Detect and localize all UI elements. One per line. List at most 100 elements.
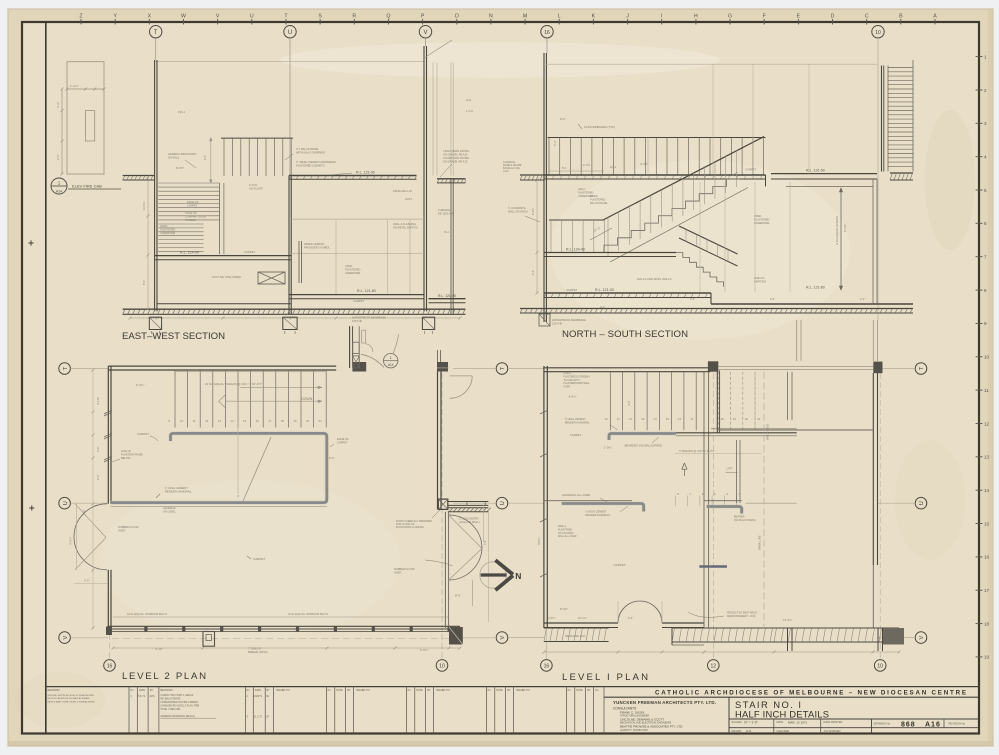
svg-text:6'-4": 6'-4" xyxy=(628,616,633,620)
svg-text:GENERAL BRACKETRY: GENERAL BRACKETRY xyxy=(168,152,197,156)
svg-text:PLASTERBOARD WALL: PLASTERBOARD WALL xyxy=(563,382,590,385)
svg-text:4'-0": 4'-0" xyxy=(600,305,605,309)
svg-text:ON GRAVEL RE A15: ON GRAVEL RE A15 xyxy=(443,152,468,156)
svg-text:E: E xyxy=(797,14,801,20)
svg-text:1: 1 xyxy=(984,54,987,59)
svg-text:3'-0": 3'-0" xyxy=(96,446,100,452)
svg-text:10'-1: 10'-1 xyxy=(610,165,617,169)
svg-text:12: 12 xyxy=(984,421,990,426)
svg-text:ON WALL: ON WALL xyxy=(168,155,180,159)
svg-text:DATE: DATE xyxy=(337,689,343,692)
svg-text:19: 19 xyxy=(293,419,297,423)
svg-text:ON GRAVEL RE A15: ON GRAVEL RE A15 xyxy=(443,160,468,164)
svg-text:SHELF: SHELF xyxy=(538,537,541,545)
svg-text:BY: BY xyxy=(267,690,271,692)
svg-text:V: V xyxy=(216,14,220,20)
svg-text:RENDER HANDRAIL: RENDER HANDRAIL xyxy=(165,489,192,493)
svg-text:K: K xyxy=(592,14,596,20)
svg-text:CARPET: CARPET xyxy=(337,440,348,444)
svg-text:16: 16 xyxy=(256,419,260,423)
svg-text:18: 18 xyxy=(281,419,285,423)
svg-text:13: 13 xyxy=(641,417,645,421)
svg-text:CARPET: CARPET xyxy=(570,433,582,437)
svg-text:CHANGED RE! LEVEL 2 PLAN, FIRE: CHANGED RE! LEVEL 2 PLAN, FIRE xyxy=(161,705,200,708)
svg-text:CATHOLIC ARCHDIOCESE OF: CATHOLIC ARCHDIOCESE OF MELBOURNE – NEW … xyxy=(655,689,966,696)
svg-text:Y: Y xyxy=(113,14,117,20)
svg-text:BALUSTRADE: BALUSTRADE xyxy=(590,201,608,205)
svg-text:6" PLS: 6" PLS xyxy=(249,183,257,187)
svg-text:11'-0⅞": 11'-0⅞" xyxy=(142,201,146,210)
svg-text:10'-1¾": 10'-1¾" xyxy=(578,616,587,620)
svg-text:CARPAY OFF POINT 4 GRILLE: CARPAY OFF POINT 4 GRILLE xyxy=(161,694,194,697)
svg-text:BY: BY xyxy=(428,690,432,692)
svg-text:ISSUED TO: ISSUED TO xyxy=(356,689,369,692)
svg-text:BY: BY xyxy=(588,690,592,692)
svg-text:4'-2": 4'-2" xyxy=(483,540,487,545)
svg-text:10: 10 xyxy=(877,664,883,670)
svg-text:CARPET: CARPET xyxy=(566,288,578,292)
svg-text:T: T xyxy=(63,366,69,370)
svg-text:(WALL): (WALL) xyxy=(558,525,566,528)
svg-text:1: 1 xyxy=(390,356,392,360)
svg-text:21: 21 xyxy=(319,419,323,423)
svg-text:N: N xyxy=(489,14,493,20)
svg-text:LEVEL 2 PLAN: LEVEL 2 PLAN xyxy=(122,671,206,682)
svg-text:RE 1300 ALM: RE 1300 ALM xyxy=(438,211,454,215)
svg-text:TURNDLE: TURNDLE xyxy=(438,208,451,212)
svg-text:WALL ON DRGS: WALL ON DRGS xyxy=(508,209,528,213)
svg-text:R.L. 121-50: R.L. 121-50 xyxy=(806,169,825,173)
svg-text:INSET: INSET xyxy=(118,528,126,532)
svg-text:4'-6": 4'-6" xyxy=(56,102,60,108)
svg-text:BANK LINE: BANK LINE xyxy=(758,535,762,550)
svg-text:COMPART DOOR: COMPART DOOR xyxy=(185,214,206,218)
svg-text:LINE NO: LINE NO xyxy=(754,276,764,280)
svg-text:W: W xyxy=(181,14,186,20)
svg-text:1: 1 xyxy=(131,694,133,698)
svg-text:V: V xyxy=(63,635,69,639)
svg-text:REVISION No: REVISION No xyxy=(949,722,966,726)
svg-text:DATE: DATE xyxy=(139,689,145,692)
svg-text:8'-3": 8'-3" xyxy=(142,280,146,285)
svg-text:15: 15 xyxy=(984,521,990,526)
svg-text:4'-0": 4'-0" xyxy=(627,400,631,406)
svg-text:U: U xyxy=(919,501,925,505)
svg-text:(MINERAL BOARDING DETAIL): (MINERAL BOARDING DETAIL) xyxy=(161,715,196,718)
svg-text:A: A xyxy=(933,14,937,20)
svg-text:12'-6⅞": 12'-6⅞" xyxy=(783,618,792,622)
svg-text:5: 5 xyxy=(984,188,987,193)
svg-text:AUTHORISED: AUTHORISED xyxy=(824,729,841,733)
svg-text:½" MESH (CEMENT) RENDERED: ½" MESH (CEMENT) RENDERED xyxy=(296,160,336,164)
svg-text:DUCT: DUCT xyxy=(405,197,413,201)
svg-text:19: 19 xyxy=(984,655,990,660)
svg-text:1'-4⅞": 1'-4⅞" xyxy=(70,84,78,88)
svg-text:FIXED: FIXED xyxy=(590,194,598,198)
svg-text:8: 8 xyxy=(677,492,679,496)
svg-text:9 No EQUAL WINDOW BAYS: 9 No EQUAL WINDOW BAYS xyxy=(127,612,167,616)
svg-text:F: F xyxy=(763,14,766,20)
svg-text:FRANK C. DIXON: FRANK C. DIXON xyxy=(620,711,644,715)
svg-text:12: 12 xyxy=(629,417,633,421)
svg-text:13: 13 xyxy=(218,419,222,423)
svg-text:3" BLOCKWORK: 3" BLOCKWORK xyxy=(459,517,479,521)
svg-text:1 in 6: 1 in 6 xyxy=(466,109,473,113)
svg-text:12: 12 xyxy=(711,664,717,670)
svg-text:10: 10 xyxy=(180,419,184,423)
svg-text:R: R xyxy=(352,14,356,20)
svg-text:8: 8 xyxy=(238,494,240,498)
svg-text:G.K.: G.K. xyxy=(746,729,752,733)
svg-text:DATE: DATE xyxy=(255,689,261,692)
svg-text:PL-1: PL-1 xyxy=(444,230,450,234)
svg-text:B: B xyxy=(899,14,903,20)
svg-text:CARPET: CARPET xyxy=(253,557,265,561)
svg-text:7: 7 xyxy=(984,255,987,260)
svg-text:RENDER HANDRAIL: RENDER HANDRAIL xyxy=(565,420,590,424)
svg-text:NORTH – SOUTH SECTION: NORTH – SOUTH SECTION xyxy=(562,329,688,340)
svg-text:X: X xyxy=(148,14,152,20)
svg-text:No: No xyxy=(568,690,572,692)
svg-text:17: 17 xyxy=(690,417,694,421)
svg-text:TO LINE WITH: TO LINE WITH xyxy=(563,379,579,382)
svg-text:REINFORCEMENT : 10×8: REINFORCEMENT : 10×8 xyxy=(727,615,756,618)
svg-text:4'-1⅛": 4'-1⅛" xyxy=(96,397,100,405)
svg-text:BREEZE (PASS): BREEZE (PASS) xyxy=(248,650,268,654)
svg-text:2'-0": 2'-0" xyxy=(56,154,60,160)
